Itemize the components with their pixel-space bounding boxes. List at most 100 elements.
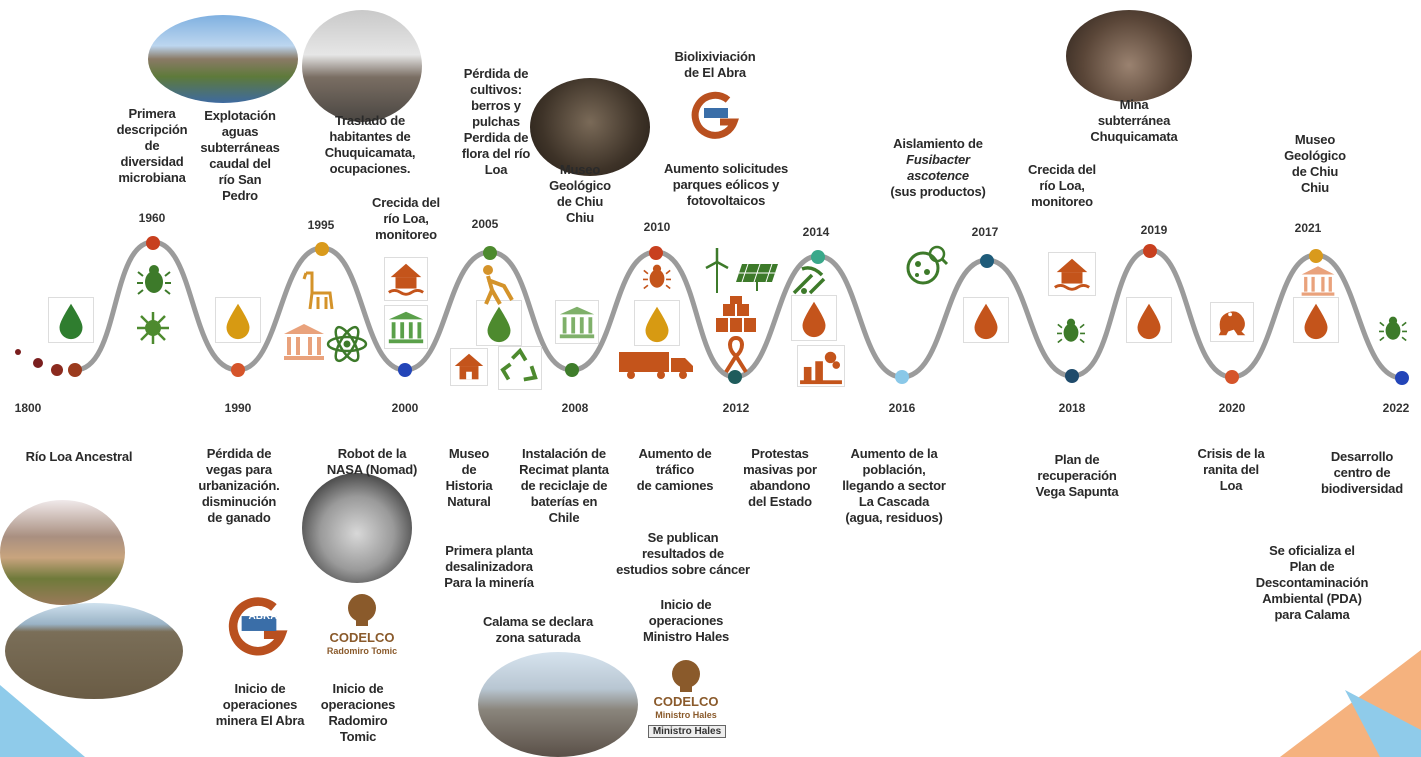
photo-geoglyphs: [5, 603, 183, 699]
year-label-2018: 2018: [1058, 401, 1086, 415]
label-perdida-vegas: Pérdida de vegas para urbanización. dism…: [198, 446, 280, 525]
dot-1990: [231, 363, 245, 377]
virus-icon: [137, 312, 169, 344]
water-drop-icon: [791, 295, 837, 341]
dot-2016: [895, 370, 909, 384]
label-inicio-hales: Inicio de operaciones Ministro Hales: [642, 597, 730, 644]
label-crisis-ranita: Crisis de la ranita del Loa: [1197, 446, 1265, 493]
photo-underground-mine: [1066, 10, 1192, 102]
dot-2020: [1225, 370, 1239, 384]
atom-icon: [326, 325, 368, 363]
label-fusibacter: Fusibacter ascotence: [906, 152, 970, 183]
water-drop-icon: [1293, 297, 1339, 343]
museum-icon: [284, 324, 324, 360]
year-label-2012: 2012: [722, 401, 750, 415]
wind-turbine-icon: [705, 248, 729, 293]
photo-calama-saturated: [478, 652, 638, 757]
el-abra-logo-icon: [691, 91, 739, 139]
label-aumento-solicitudes: Aumento solicitudes parques eólicos y fo…: [663, 161, 789, 208]
codelco-hales-name: CODELCO: [653, 694, 719, 709]
label-primera-descripcion: Primera descripción de diversidad microb…: [116, 106, 188, 185]
codelco-logo-icon: [348, 594, 376, 626]
year-label-2016: 2016: [888, 401, 916, 415]
dot-2012: [728, 370, 742, 384]
label-crecida-2018: Crecida del río Loa, monitoreo: [1028, 162, 1096, 209]
abra-logo-text: ABRA: [248, 611, 278, 622]
label-sus-productos: (sus productos): [890, 184, 986, 199]
year-label-1960: 1960: [138, 211, 166, 225]
dot-2022: [1395, 371, 1409, 385]
year-label-1995: 1995: [307, 218, 335, 232]
year-label-2022: 2022: [1382, 401, 1410, 415]
ministro-hales-plate: Ministro Hales: [648, 725, 726, 738]
museum-icon: [384, 305, 428, 349]
year-label-2008: 2008: [561, 401, 589, 415]
bug-icon: [137, 265, 171, 295]
truck-icon: [619, 352, 693, 379]
label-inicio-abra: Inicio de operaciones minera El Abra: [215, 681, 305, 728]
water-drop-icon: [476, 300, 522, 346]
label-museo-chiu-2008: Museo Geológico de Chiu Chiu: [549, 162, 611, 225]
water-drop-icon: [634, 300, 680, 346]
year-label-2020: 2020: [1218, 401, 1246, 415]
dot-1995: [315, 242, 329, 256]
year-label-2014: 2014: [802, 225, 830, 239]
photo-river-san-pedro: [148, 15, 298, 103]
photo-nasa-nomad-robot: [302, 473, 412, 583]
dot-2017: [980, 254, 994, 268]
photo-rio-loa-valley: [0, 500, 125, 605]
year-label-1800: 1800: [14, 401, 42, 415]
label-se-oficializa: Se oficializa el Plan de Descontaminació…: [1255, 543, 1369, 622]
codelco-hales-sub: Ministro Hales: [655, 710, 717, 720]
codelco-logo-icon: [672, 660, 700, 692]
label-biolixiviacion: Biolixiviación de El Abra: [674, 49, 756, 80]
label-se-publican: Se publican resultados de estudios sobre…: [616, 530, 750, 577]
house-icon: [450, 348, 488, 386]
house-flood-icon: [1048, 252, 1096, 296]
year-label-1990: 1990: [224, 401, 252, 415]
house-flood-icon: [384, 257, 428, 301]
label-explotacion-aguas: Explotación aguas subterráneas caudal de…: [200, 108, 280, 203]
dot-2010: [649, 246, 663, 260]
dot-2019: [1143, 244, 1157, 258]
label-instalacion-recimat: Instalación de Recimat planta de recicla…: [519, 446, 609, 525]
pollution-icon: [797, 345, 845, 387]
label-aislamiento: Aislamiento de: [893, 136, 983, 151]
label-traslado-habitantes: Traslado de habitantes de Chuquicamata, …: [324, 113, 416, 176]
corner-decoration-left: [0, 685, 85, 757]
label-perdida-cultivos: Pérdida de cultivos: berros y pulchas Pe…: [461, 66, 531, 177]
label-inicio-tomic: Inicio de operaciones Radomiro Tomic: [320, 681, 396, 744]
label-calama-saturada: Calama se declara zona saturada: [482, 614, 594, 645]
frog-icon: [1210, 302, 1254, 342]
dot-2021: [1309, 249, 1323, 263]
dot-1960: [146, 236, 160, 250]
solar-panel-icon: [736, 263, 778, 291]
label-museo-historia: Museo de Historia Natural: [445, 446, 493, 509]
label-aumento-trafico: Aumento de tráfico de camiones: [636, 446, 714, 493]
codelco-tomic-name: CODELCO: [329, 630, 395, 645]
corner-decoration-right: [1280, 650, 1421, 757]
year-label-2000: 2000: [391, 401, 419, 415]
label-protestas: Protestas masivas por abandono del Estad…: [743, 446, 817, 509]
year-label-2021: 2021: [1294, 221, 1322, 235]
bug-icon: [1379, 316, 1407, 342]
label-aumento-poblacion: Aumento de la población, llegando a sect…: [842, 446, 946, 525]
photo-chuquicamata-gate: [302, 10, 422, 122]
museum-icon: [555, 300, 599, 344]
label-crecida-2000: Crecida del río Loa, monitoreo: [372, 195, 440, 242]
water-drop-icon: [1126, 297, 1172, 343]
label-museo-chiu-2021: Museo Geológico de Chiu Chiu: [1284, 132, 1346, 195]
recycle-icon: [498, 346, 542, 390]
label-plan-recuperacion: Plan de recuperación Vega Sapunta: [1035, 452, 1119, 499]
photo-museum-visitors: [530, 78, 650, 176]
year-label-2017: 2017: [971, 225, 999, 239]
water-drop-icon: [963, 297, 1009, 343]
label-mina-subterranea: Mina subterránea Chuquicamata: [1090, 97, 1178, 144]
museum-icon: [1301, 266, 1335, 296]
dot-2018: [1065, 369, 1079, 383]
farmer-icon: [483, 265, 514, 305]
el-abra-logo-icon: [228, 597, 288, 656]
mining-tools-icon: [792, 266, 826, 295]
label-primera-desalinizadora: Primera planta desalinizadora Para la mi…: [444, 543, 534, 590]
